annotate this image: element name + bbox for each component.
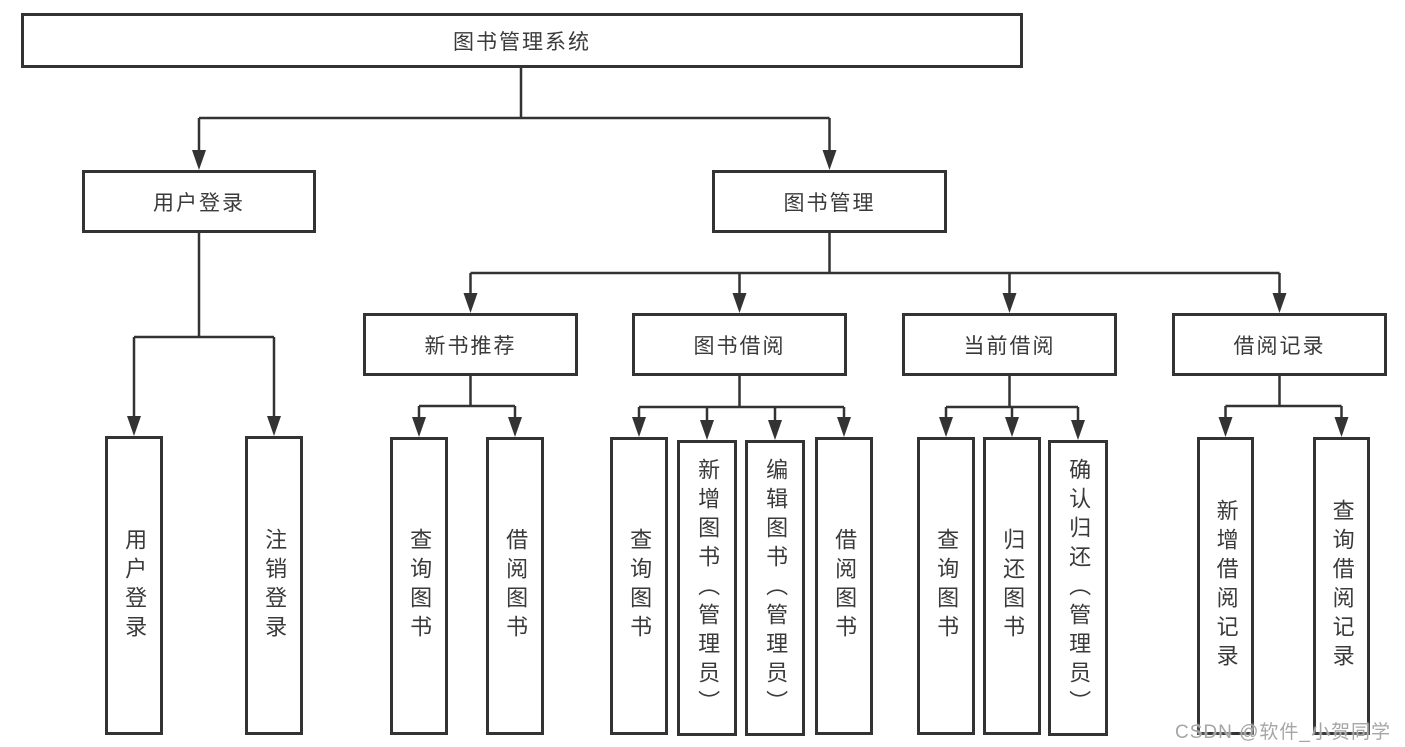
node-leaf-borrow-books-recommend: 借阅图书: [486, 437, 544, 735]
node-leaf-label: 编辑图书（管理员）: [763, 457, 789, 719]
arrowhead-icon: [632, 417, 646, 437]
node-leaf-label: 注销登录: [262, 527, 288, 644]
node-leaf-borrow-books: 借阅图书: [815, 437, 873, 735]
connector-userlogin-to-leaves: [132, 233, 276, 422]
node-new-book-recommend-label: 新书推荐: [424, 334, 517, 358]
arrowhead-icon: [700, 420, 714, 440]
connector-borrowrecords-to-leaves: [1224, 376, 1343, 423]
node-leaf-label: 查询图书: [934, 528, 960, 644]
arrowhead-icon: [939, 417, 953, 437]
node-leaf-user-login: 用户登录: [105, 436, 163, 735]
arrowhead-icon: [508, 417, 522, 437]
node-leaf-label: 确认归还（管理员）: [1066, 457, 1092, 719]
node-leaf-label: 用户登录: [122, 527, 148, 644]
arrowhead-icon: [1218, 417, 1233, 437]
arrowhead-icon: [1002, 293, 1017, 313]
node-leaf-add-borrow-record: 新增借阅记录: [1197, 437, 1254, 735]
node-new-book-recommend: 新书推荐: [363, 313, 578, 376]
arrowhead-icon: [1334, 417, 1349, 437]
arrowhead-icon: [822, 150, 837, 170]
node-leaf-label: 借阅图书: [832, 528, 858, 644]
node-user-login-label: 用户登录: [153, 191, 245, 215]
node-book-management: 图书管理: [712, 170, 947, 233]
node-leaf-query-borrow-record: 查询借阅记录: [1313, 437, 1370, 735]
node-current-borrow-label: 当前借阅: [963, 334, 1056, 358]
arrowhead-icon: [127, 416, 141, 436]
node-borrow-records: 借阅记录: [1172, 313, 1387, 376]
node-leaf-return-books: 归还图书: [983, 437, 1041, 735]
arrowhead-icon: [768, 420, 782, 440]
node-leaf-label: 归还图书: [1000, 528, 1026, 644]
node-leaf-query-books-recommend: 查询图书: [390, 437, 448, 735]
node-leaf-label: 新增借阅记录: [1213, 499, 1239, 673]
node-leaf-add-books-admin: 新增图书（管理员）: [677, 440, 737, 736]
arrowhead-icon: [192, 150, 206, 170]
arrowhead-icon: [1071, 420, 1085, 440]
node-root: 图书管理系统: [21, 13, 1023, 68]
node-leaf-confirm-return-admin: 确认归还（管理员）: [1048, 440, 1108, 736]
node-root-label: 图书管理系统: [453, 30, 591, 54]
arrowhead-icon: [1272, 293, 1287, 313]
node-leaf-label: 借阅图书: [503, 528, 529, 644]
node-user-login: 用户登录: [82, 170, 316, 233]
node-leaf-query-books-current: 查询图书: [917, 437, 975, 735]
node-leaf-label: 查询借阅记录: [1329, 499, 1355, 673]
csdn-watermark: CSDN @软件_小贺同学: [1175, 722, 1391, 743]
arrowhead-icon: [412, 417, 426, 437]
node-leaf-label: 新增图书（管理员）: [695, 457, 721, 719]
arrowhead-icon: [837, 417, 851, 437]
node-borrow-records-label: 借阅记录: [1233, 334, 1326, 358]
node-leaf-edit-books-admin: 编辑图书（管理员）: [745, 440, 805, 736]
node-leaf-logout: 注销登录: [245, 436, 303, 735]
connector-currentborrow-to-leaves: [944, 376, 1080, 426]
node-current-borrow: 当前借阅: [902, 313, 1117, 376]
node-book-borrow: 图书借阅: [632, 313, 847, 376]
node-book-management-label: 图书管理: [783, 191, 876, 215]
connector-bookborrow-to-leaves: [637, 376, 846, 426]
arrowhead-icon: [463, 293, 478, 313]
connector-newbook-to-leaves: [417, 376, 517, 423]
arrowhead-icon: [1005, 417, 1019, 437]
node-leaf-label: 查询图书: [407, 528, 433, 644]
arrowhead-icon: [267, 416, 281, 436]
node-book-borrow-label: 图书借阅: [693, 334, 786, 358]
connector-bookmgmt-to-level3: [469, 233, 1281, 299]
node-leaf-query-books-borrow: 查询图书: [610, 437, 668, 735]
connector-root-to-level2: [197, 67, 831, 156]
node-leaf-label: 查询图书: [627, 528, 653, 644]
arrowhead-icon: [732, 293, 747, 313]
